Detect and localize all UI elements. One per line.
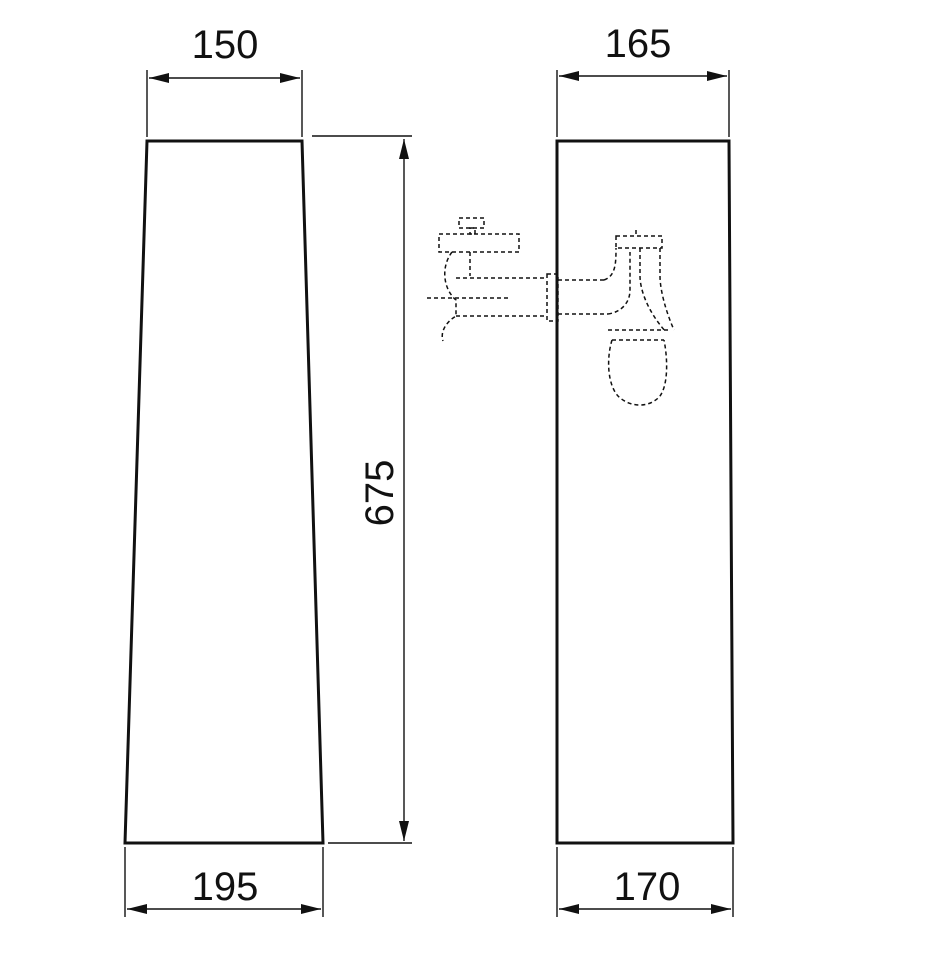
drain-pipe [456, 273, 608, 322]
trap-top-cap [615, 235, 663, 249]
height-dimension: 675 [312, 135, 412, 844]
trap-neck-right [607, 252, 631, 315]
trap-body-inner [639, 248, 667, 333]
hidden-plumbing [427, 217, 675, 406]
trap-bowl [607, 339, 668, 406]
side-view-outline [555, 139, 735, 845]
valve-stem [469, 227, 476, 235]
valve-body-left [441, 251, 457, 342]
front-bottom-dimension: 195 [124, 847, 324, 917]
side-top-dimension: 165 [556, 22, 730, 137]
side-bottom-width-label: 170 [614, 865, 681, 909]
wall-flange [546, 273, 559, 322]
valve-handle [458, 217, 485, 229]
front-bottom-width-label: 195 [192, 865, 259, 909]
front-top-dimension: 150 [146, 23, 303, 137]
front-top-width-label: 150 [192, 23, 259, 67]
side-bottom-dimension: 170 [556, 847, 734, 917]
siphon-trap [603, 230, 675, 406]
front-view-outline [123, 139, 325, 845]
side-top-width-label: 165 [605, 22, 672, 66]
trap-body-outer [659, 248, 675, 331]
trap-neck-left [603, 247, 617, 281]
height-label: 675 [358, 460, 402, 527]
valve-body-top [438, 233, 520, 253]
wall-valve [427, 217, 520, 342]
